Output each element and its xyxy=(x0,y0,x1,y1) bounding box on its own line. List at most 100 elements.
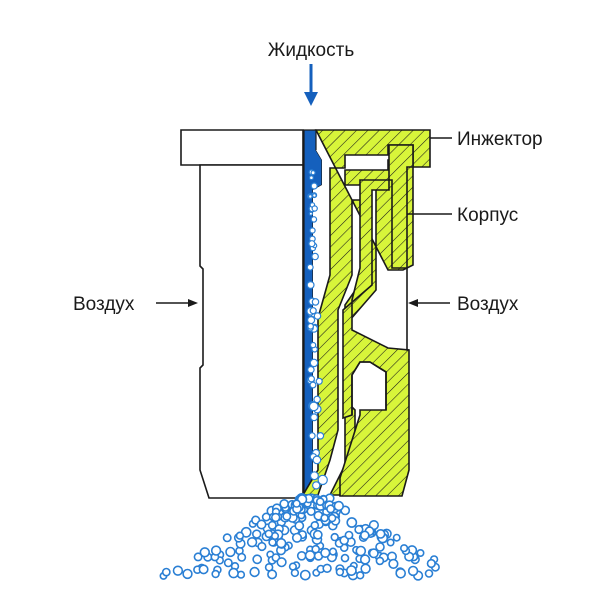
spray-droplet xyxy=(257,541,267,552)
spray-droplet xyxy=(304,550,316,561)
spray-droplet xyxy=(328,547,338,556)
channel-bubble xyxy=(312,455,322,465)
spray-droplet xyxy=(291,532,303,543)
spray-droplet xyxy=(311,544,321,554)
injector-label: Инжектор xyxy=(457,129,543,150)
spray-droplet xyxy=(359,554,371,565)
spray-droplet xyxy=(395,567,407,579)
spray-droplet xyxy=(388,558,399,570)
spray-droplet xyxy=(320,547,331,559)
spray-droplet xyxy=(424,569,434,578)
spray-droplet xyxy=(225,546,236,558)
spray-droplet xyxy=(354,524,364,535)
spray-droplet xyxy=(237,552,247,562)
channel-bubble xyxy=(307,375,315,383)
liquid-inlet-arrow xyxy=(304,64,318,106)
spray-droplet xyxy=(426,558,436,569)
spray-droplet xyxy=(375,542,385,552)
spray-droplet xyxy=(320,513,329,523)
spray-droplet xyxy=(267,520,277,530)
channel-bubble xyxy=(313,312,322,320)
spray-droplet xyxy=(276,557,287,568)
channel-bubble xyxy=(311,298,320,306)
spray-droplet xyxy=(344,530,354,540)
spray-droplet xyxy=(172,565,184,576)
spray-droplet xyxy=(359,530,370,541)
spray-droplet xyxy=(252,554,263,565)
spray-droplet xyxy=(199,547,211,558)
channel-bubble xyxy=(308,432,316,440)
channel-bubble xyxy=(309,381,317,389)
spray-droplet xyxy=(345,565,357,576)
channel-bubble xyxy=(310,170,316,176)
liquid-label: Жидкость xyxy=(268,40,355,61)
spray-droplet xyxy=(264,529,274,539)
air-left-label: Воздух xyxy=(73,294,135,315)
channel-bubble xyxy=(316,431,325,440)
spray-droplet xyxy=(294,520,305,531)
spray-droplet xyxy=(368,548,379,559)
channel-bubble xyxy=(317,474,328,486)
channel-bubble xyxy=(309,471,319,481)
air-right-label: Воздух xyxy=(457,294,519,315)
spray-droplet xyxy=(161,567,171,577)
spray-droplet xyxy=(235,531,245,540)
channel-bubble xyxy=(315,377,323,385)
channel-bubble xyxy=(310,216,318,223)
spray-droplet xyxy=(252,529,262,539)
channel-bubble xyxy=(311,205,318,212)
channel-bubble xyxy=(308,211,314,216)
channel-bubbles xyxy=(306,169,328,490)
spray-droplet xyxy=(249,566,260,578)
spray-droplet xyxy=(375,529,386,539)
channel-bubble xyxy=(307,322,315,330)
spray-droplet xyxy=(211,569,220,579)
spray-droplet xyxy=(271,512,281,523)
spray-droplet xyxy=(182,568,193,580)
air-right-arrow xyxy=(408,299,450,307)
nozzle-housing-left xyxy=(180,129,304,499)
channel-bubble xyxy=(306,263,314,271)
spray-droplet xyxy=(296,550,307,561)
spray-droplet xyxy=(256,519,267,530)
spray-droplet xyxy=(279,498,290,509)
spray-droplet xyxy=(267,569,278,580)
spray-droplet xyxy=(276,537,287,549)
spray-droplet xyxy=(198,564,209,575)
spray-droplet xyxy=(210,545,222,556)
spray-droplet xyxy=(407,565,419,577)
spray-droplet xyxy=(333,500,344,512)
channel-bubble xyxy=(309,341,317,349)
channel-bubble xyxy=(312,481,321,490)
spray-droplets xyxy=(159,492,440,581)
channel-bubble xyxy=(307,365,315,374)
spray-droplet xyxy=(326,504,336,514)
channel-bubble xyxy=(306,281,315,290)
channel-bubble xyxy=(309,227,316,234)
channel-bubble xyxy=(308,240,316,248)
air-left-arrow xyxy=(156,299,198,307)
spray-droplet xyxy=(392,533,401,542)
channel-bubble xyxy=(308,401,319,412)
spray-droplet xyxy=(315,497,325,507)
spray-droplet xyxy=(416,548,425,557)
spray-droplet xyxy=(360,563,371,574)
spray-droplet xyxy=(355,545,367,557)
channel-bubble xyxy=(308,175,314,181)
spray-droplet xyxy=(292,499,301,508)
channel-bubble xyxy=(312,193,317,198)
nozzle-housing-right xyxy=(351,268,409,415)
spray-droplet xyxy=(356,571,365,580)
spray-droplet xyxy=(386,538,395,547)
spray-droplet xyxy=(246,536,258,548)
spray-droplet xyxy=(223,558,233,568)
spray-droplet xyxy=(299,569,311,581)
spray-droplet xyxy=(306,506,316,517)
channel-bubble xyxy=(309,307,317,315)
spray-droplet xyxy=(312,529,323,540)
body-part xyxy=(339,144,414,497)
body-label: Корпус xyxy=(457,205,518,226)
channel-bubble xyxy=(307,194,313,199)
spray-droplet xyxy=(228,567,239,579)
